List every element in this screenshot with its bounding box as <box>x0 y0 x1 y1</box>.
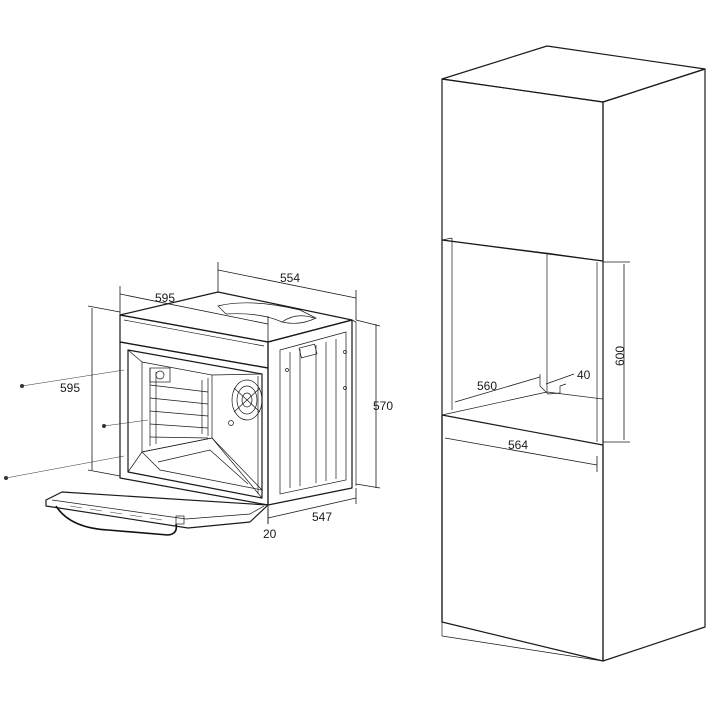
cavity-edge-tr <box>211 373 263 376</box>
oven-top-vent <box>217 302 317 324</box>
panel-inner-line <box>123 319 265 347</box>
dim-label-600: 600 <box>613 346 627 366</box>
mounting-screws <box>4 384 106 480</box>
cavity-knob <box>228 420 234 426</box>
cabinet-top <box>441 45 706 103</box>
cabinet-dimension-lines <box>441 261 630 472</box>
vent-cutout-right <box>559 383 567 387</box>
dim-label-564: 564 <box>508 438 528 452</box>
oven-dimension-lines <box>87 262 381 524</box>
cabinet-front-upper <box>441 78 604 262</box>
side-edge <box>351 319 357 323</box>
dim-label-560: 560 <box>477 379 497 393</box>
dim-label-554: 554 <box>280 271 300 285</box>
side-screw-3 <box>343 386 347 390</box>
side-screw-1 <box>285 368 289 372</box>
oven-door <box>45 491 269 529</box>
cavity-edge-bl <box>127 451 143 473</box>
door-vent-slots <box>69 505 163 521</box>
oven-cavity-floor <box>141 437 264 491</box>
door-hinge <box>175 515 185 525</box>
oven-drawing <box>4 291 357 536</box>
cabinet-niche <box>441 237 604 445</box>
door-inner-edge-2 <box>185 505 265 520</box>
dim-label-570: 570 <box>373 399 393 413</box>
side-bracket <box>298 343 318 359</box>
cabinet-drawing <box>441 45 706 662</box>
screw-leader-3 <box>5 455 125 479</box>
dim-label-595-width: 595 <box>155 291 175 305</box>
oven-fan <box>231 379 263 421</box>
screw-leader-1 <box>21 369 125 387</box>
door-inner-edge <box>51 499 187 520</box>
oven-rack-rails <box>149 368 209 446</box>
screw-leader-2 <box>103 419 149 427</box>
vent-cutout <box>539 385 561 395</box>
side-rail-group <box>289 339 337 488</box>
cavity-edge-br <box>211 437 263 499</box>
plinth-line <box>441 635 604 662</box>
oven-side-panel <box>267 319 353 506</box>
door-handle <box>55 505 178 536</box>
oven-cavity-opening <box>127 349 263 499</box>
dim-label-547: 547 <box>312 510 332 524</box>
oven-control-panel <box>119 314 269 369</box>
floor-inner-line <box>157 449 249 485</box>
side-inner-frame <box>279 331 347 495</box>
cavity-edge-tl <box>127 349 143 363</box>
dim-label-595-height: 595 <box>60 381 80 395</box>
side-screw-2 <box>343 350 347 354</box>
oven-top-vent-edge <box>281 315 315 323</box>
oven-cavity-back <box>141 361 213 453</box>
dim-label-40: 40 <box>577 368 591 382</box>
oven-lamp-bulb <box>155 370 165 380</box>
oven-lamp <box>149 367 171 383</box>
dim-label-20: 20 <box>263 527 277 541</box>
